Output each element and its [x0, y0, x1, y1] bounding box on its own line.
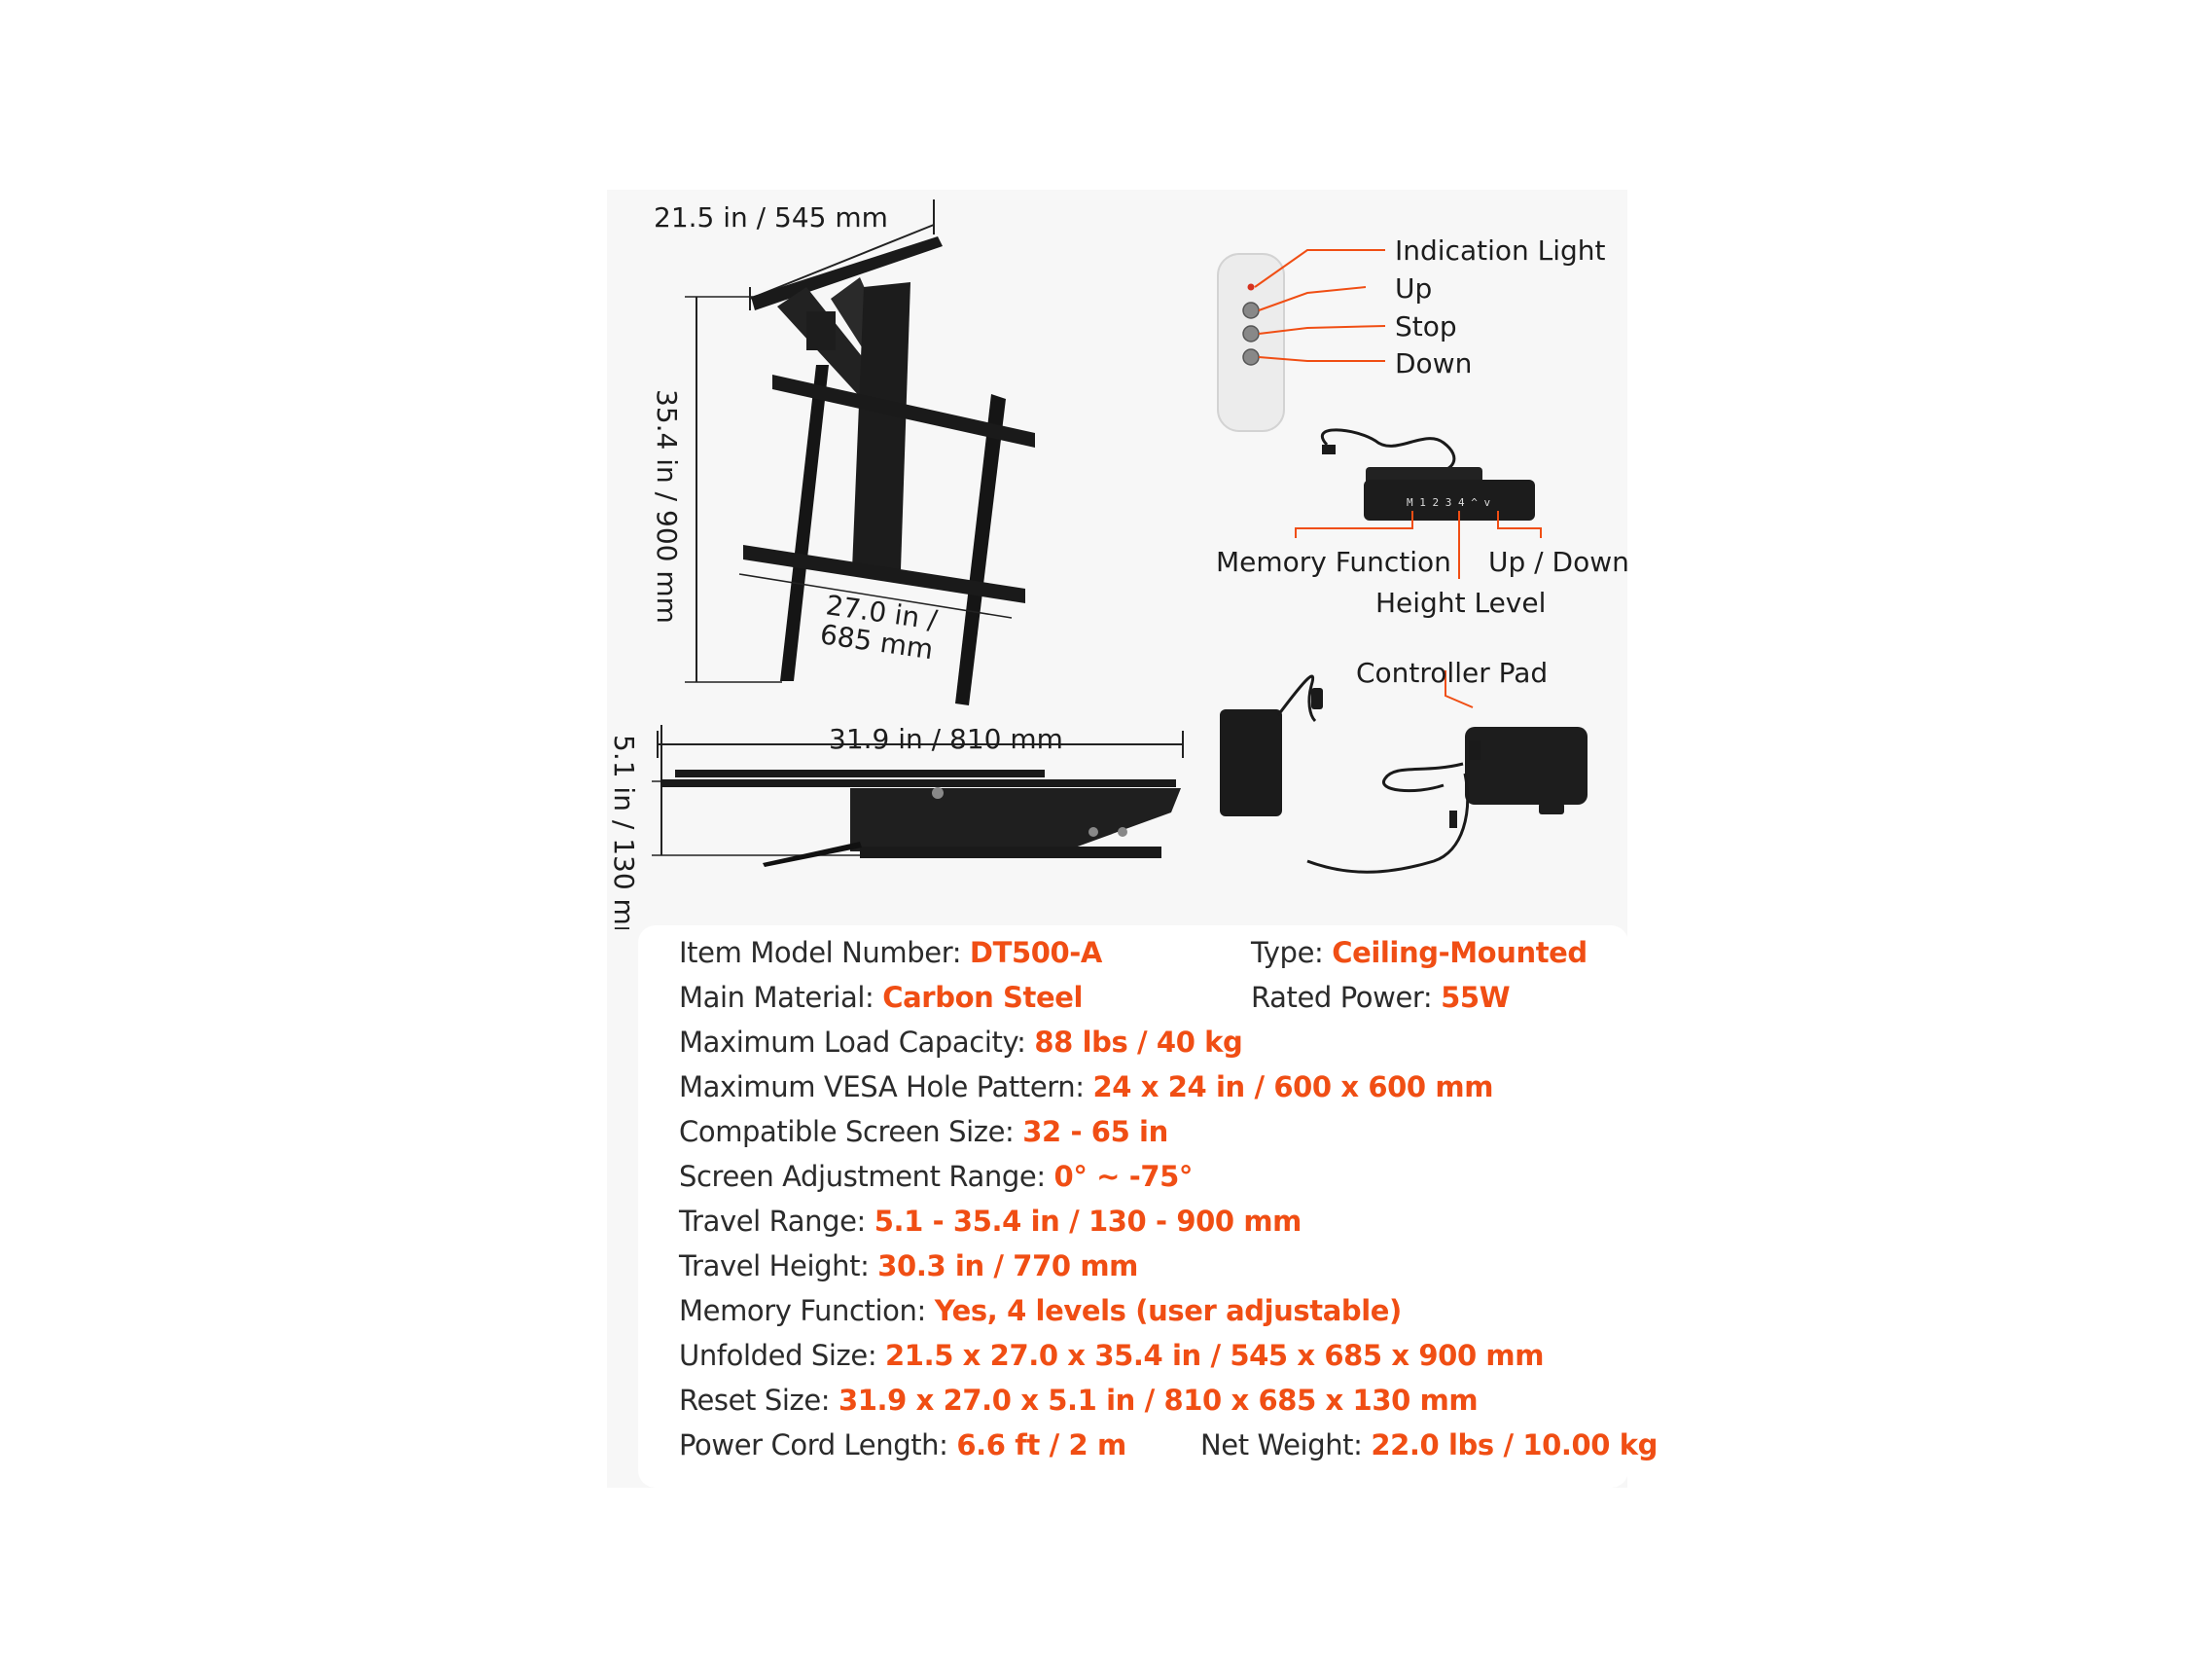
remote-label-down: Down — [1395, 347, 1472, 379]
spec-screen-adjustment-range: Screen Adjustment Range: 0° ~ -75° — [679, 1160, 1194, 1193]
controller-pad-label: Controller Pad — [1356, 657, 1548, 689]
spec-travel-range: Travel Range: 5.1 - 35.4 in / 130 - 900 … — [679, 1205, 1302, 1238]
down-button-icon — [1242, 348, 1260, 366]
spec-max-load-capacity: Maximum Load Capacity: 88 lbs / 40 kg — [679, 1026, 1243, 1059]
spec-compatible-screen-size: Compatible Screen Size: 32 - 65 in — [679, 1115, 1168, 1148]
remote-label-indication-light: Indication Light — [1395, 234, 1606, 267]
spec-type: Type: Ceiling-Mounted — [1251, 936, 1588, 969]
controller-pad-illustration — [1306, 670, 1588, 874]
spec-unfolded-size: Unfolded Size: 21.5 x 27.0 x 35.4 in / 5… — [679, 1339, 1545, 1372]
spec-net-weight: Net Weight: 22.0 lbs / 10.00 kg — [1200, 1428, 1659, 1461]
power-adapter-illustration — [1220, 674, 1323, 816]
keypad-label-height: Height Level — [1375, 587, 1546, 619]
dim-reset-height: 5.1 in / 130 mm — [608, 735, 640, 929]
keypad-label-memory: Memory Function — [1216, 546, 1451, 578]
up-button-icon — [1242, 302, 1260, 319]
remote-label-up: Up — [1395, 272, 1432, 305]
remote-label-stop: Stop — [1395, 310, 1457, 343]
indicator-light-icon — [1247, 283, 1255, 291]
folded-mount-illustration — [652, 725, 1184, 867]
unfolded-mount-illustration — [685, 199, 1035, 705]
dim-height: 35.4 in / 900 mm — [651, 389, 683, 624]
spec-reset-size: Reset Size: 31.9 x 27.0 x 5.1 in / 810 x… — [679, 1384, 1479, 1417]
spec-max-vesa-pattern: Maximum VESA Hole Pattern: 24 x 24 in / … — [679, 1070, 1494, 1103]
product-diagram: 21.5 in / 545 mm 35.4 in / 900 mm 27.0 i… — [608, 199, 1627, 929]
spec-item-model-number: Item Model Number: DT500-A — [679, 936, 1102, 969]
spec-memory-function: Memory Function: Yes, 4 levels (user adj… — [679, 1294, 1402, 1327]
keypad-illustration: M 1 2 3 4 ^ v — [1295, 428, 1542, 579]
specifications-panel: Item Model Number: DT500-A Type: Ceiling… — [638, 925, 1658, 1488]
spec-power-cord-length: Power Cord Length: 6.6 ft / 2 m — [679, 1428, 1126, 1461]
spec-travel-height: Travel Height: 30.3 in / 770 mm — [679, 1249, 1138, 1282]
spec-main-material: Main Material: Carbon Steel — [679, 981, 1084, 1014]
dim-reset-width: 31.9 in / 810 mm — [829, 723, 1063, 755]
spec-rated-power: Rated Power: 55W — [1251, 981, 1511, 1014]
stop-button-icon — [1242, 325, 1260, 343]
product-spec-card: 21.5 in / 545 mm 35.4 in / 900 mm 27.0 i… — [607, 190, 1658, 1488]
remote-control-illustration — [1217, 249, 1386, 432]
dim-top-width: 21.5 in / 545 mm — [654, 201, 888, 234]
keypad-label-updown: Up / Down — [1488, 546, 1627, 578]
keypad-keys: M 1 2 3 4 ^ v — [1407, 496, 1490, 509]
